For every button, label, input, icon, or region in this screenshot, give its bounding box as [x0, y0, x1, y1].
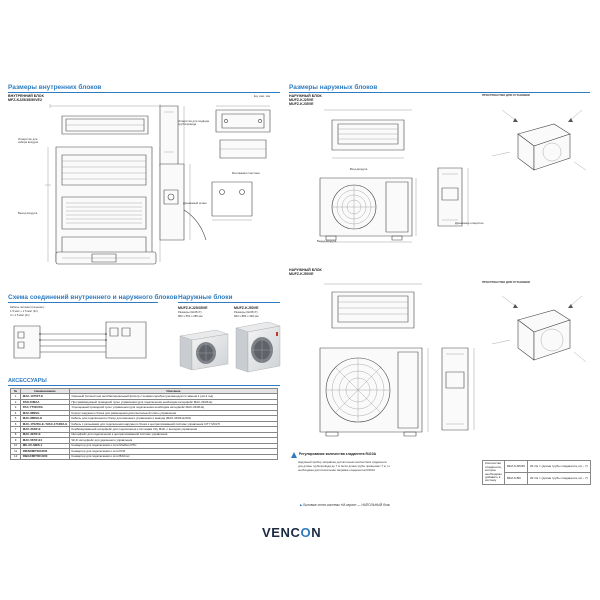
brand-logo: VENCON	[262, 525, 321, 540]
outdoor-unit-b-model: MUFZ-KJ50VE	[289, 272, 314, 276]
accessories-title: АКСЕССУАРЫ	[8, 378, 47, 384]
refrigerant-formula: 20 г/м × (длина трубы хладагента, м) – 7…	[527, 472, 591, 486]
outdoor-a-space-drawing	[488, 100, 590, 180]
outdoor-b-top-view-drawing	[318, 280, 428, 340]
table-row: MFZ-KJ50 20 г/м × (длина трубы хладагент…	[483, 472, 591, 486]
indoor-callout-drain: Дренажный шланг	[183, 201, 207, 205]
connection-note-2: 1.5 мм² + 1.5 мм² (3х)	[10, 309, 38, 313]
accessory-model: INBACMIT001I100	[20, 453, 70, 461]
footer-note: ▶ Бытовые сплит-системы «M-серии» — НАПО…	[300, 503, 390, 507]
outdoor-unit-a-photo	[176, 322, 232, 374]
indoor-unit-note: Ед. изм.: мм	[254, 94, 270, 98]
indoor-title-rule	[8, 92, 280, 93]
wall-plate-detail-drawing	[208, 178, 268, 228]
wiring-diagram	[10, 318, 160, 368]
outdoor-unit-b-spec-2: 840 x 880 x 330 мм	[234, 314, 259, 318]
connection-note-1: Кабель питания (сечение):	[10, 305, 45, 309]
table-row: Количество хладагента, которое необходим…	[482, 459, 591, 486]
outdoor-unit-a-model-2: MUFZ-KJ35VE	[289, 102, 314, 106]
outdoor-unit-a-spec-1: Размеры (Ш×В×Г):	[178, 310, 203, 314]
indoor-callout-pipe-holes: Отверстия для подвода трубопровода	[178, 119, 209, 127]
refrigerant-row-label: Количество хладагента, которое необходим…	[482, 459, 505, 486]
outdoor-b-side-view-drawing	[432, 338, 482, 438]
refrigerant-body-1: Наружный прибор заправлен достаточным ко…	[298, 460, 387, 464]
accessories-title-rule	[8, 385, 280, 386]
connection-note-3: 4 x 1.5 мм² (4х)	[10, 313, 30, 317]
outdoor-a-side-view-drawing	[428, 160, 478, 240]
accessory-num: 12	[9, 453, 22, 461]
outdoor-a-air-out: Выход воздуха	[317, 239, 337, 243]
outdoor-title-rule	[289, 92, 590, 93]
outdoor-a-front-view-drawing	[312, 172, 422, 252]
accessory-desc: Конвертер для подключения к сети BACnet	[68, 453, 279, 461]
outdoor-a-air-in-top: Вход воздуха	[350, 167, 368, 171]
outdoor-unit-a-model-1: MUFZ-KJ25VE	[289, 98, 314, 102]
indoor-bottom-view-drawing	[52, 250, 162, 270]
outdoor-b-space-drawing	[488, 286, 590, 370]
indoor-section-title: Размеры внутренних блоков	[8, 84, 102, 91]
outdoor-units-section-title: Наружные блоки	[178, 294, 233, 301]
indoor-front-view-drawing	[48, 145, 163, 270]
outdoor-unit-a-name: НАРУЖНЫЙ БЛОК	[289, 94, 322, 98]
refrigerant-model: MFZ-KJ50	[503, 472, 529, 486]
refrigerant-formula: 20 г/м × (длина трубы хладагента, м) – 7…	[527, 459, 591, 474]
indoor-unit-model: MFZ-KJ25/35/50VE2	[8, 98, 42, 102]
refrigerant-title: Регулирование количества хладагента R410…	[299, 452, 377, 456]
outdoor-a-top-view-drawing	[318, 106, 418, 166]
refrigerant-table: Количество хладагента, которое необходим…	[482, 459, 591, 486]
refrigerant-model: MFZ-KJ25/35	[503, 459, 529, 474]
outdoor-a-space-label: ПРОСТРАНСТВО ДЛЯ УСТАНОВКИ	[482, 93, 530, 97]
outdoor-unit-b-photo-model: MUFZ-KJ50VE	[234, 306, 259, 310]
outdoor-b-front-view-drawing	[312, 344, 432, 442]
brand-logo-o: O	[300, 525, 312, 540]
brand-logo-pre: VENC	[262, 525, 301, 540]
outdoor-unit-b-photo	[232, 318, 284, 376]
outdoor-unit-b-name: НАРУЖНЫЙ БЛОК	[289, 268, 322, 272]
outdoor-a-drain: Дренажное отверстие	[455, 221, 484, 225]
outdoor-unit-a-spec-2: 800 x 550 x 285 мм	[178, 314, 203, 318]
indoor-callout-outlet: Выход воздуха	[18, 211, 38, 215]
footer-note-text: Бытовые сплит-системы «M-серии» — НАПОЛЬ…	[303, 503, 390, 507]
outdoor-unit-a-photo-model: MUFZ-KJ25/35VE	[178, 306, 208, 310]
refrigerant-body-3: необходима дополнительная заправка хлада…	[298, 468, 376, 472]
outdoor-units-title-rule	[178, 302, 280, 303]
outdoor-section-title: Размеры наружных блоков	[289, 84, 378, 91]
indoor-side-view-drawing	[152, 102, 202, 172]
indoor-unit-name: ВНУТРЕННИЙ БЛОК	[8, 94, 44, 98]
outdoor-unit-b-spec-1: Размеры (Ш×В×Г):	[234, 310, 259, 314]
mounting-plate-drawing	[210, 104, 280, 164]
refrigerant-warning-icon	[291, 452, 297, 458]
outdoor-b-space-label: ПРОСТРАНСТВО ДЛЯ УСТАНОВКИ	[482, 280, 530, 284]
refrigerant-body-2: для длины трубопровода до 7 м. Если длин…	[298, 464, 391, 468]
indoor-callout-intake: Отверстие для забора воздуха	[18, 137, 39, 145]
connection-title-rule	[8, 302, 158, 303]
brand-logo-post: N	[311, 525, 322, 540]
indoor-callout-plate: Монтажная пластина	[232, 171, 260, 175]
indoor-pipe-view-drawing	[156, 160, 216, 250]
indoor-top-view-drawing	[50, 102, 160, 142]
connection-section-title: Схема соединений внутреннего и наружного…	[8, 294, 178, 301]
